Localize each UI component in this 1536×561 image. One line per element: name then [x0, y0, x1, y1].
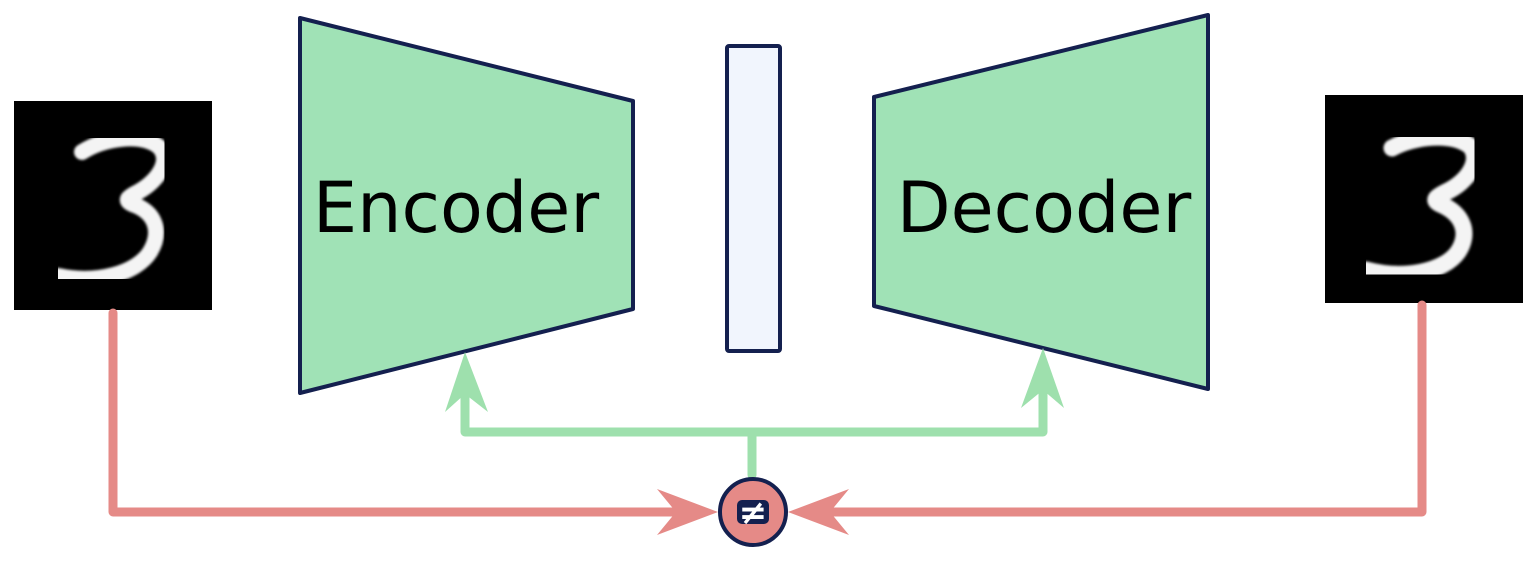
output-image: 3 — [1325, 95, 1523, 303]
not-equal-icon-bg — [737, 500, 769, 524]
output-digit-glyph — [1357, 128, 1483, 283]
error-path — [108, 300, 1427, 535]
encoder-shape — [298, 16, 635, 395]
decoder-label: Decoder — [897, 167, 1192, 249]
error-path-line — [108, 300, 1427, 517]
encoder-block: Encoder — [298, 16, 635, 395]
latent-code-bar — [725, 44, 782, 353]
input-digit-glyph — [50, 130, 172, 287]
decoder-arrowhead — [1021, 348, 1064, 408]
gradient-path — [445, 348, 1064, 480]
decoder-shape — [872, 13, 1210, 391]
left-compare-arrowhead — [657, 489, 718, 535]
gradient-path-line — [460, 375, 1048, 480]
encoder-arrowhead — [445, 352, 488, 412]
right-compare-arrowhead — [788, 489, 849, 535]
decoder-block: Decoder — [872, 13, 1210, 391]
not-equal-icon: ≠ — [739, 493, 768, 533]
encoder-label: Encoder — [313, 167, 599, 249]
compare-node: ≠ — [718, 477, 788, 547]
input-image: 3 — [14, 101, 212, 310]
